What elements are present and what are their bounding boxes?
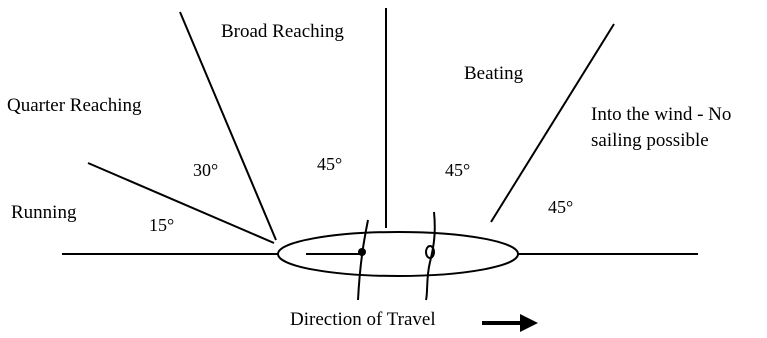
- angle-quarter-reaching: 30°: [193, 160, 219, 180]
- label-quarter-reaching: Quarter Reaching: [7, 95, 142, 116]
- divider-quarter-broad: [179, 11, 277, 241]
- angle-running: 15°: [149, 215, 175, 235]
- divider-running-quarter: [87, 162, 275, 244]
- rear-mast: [425, 245, 435, 259]
- label-broad-reaching: Broad Reaching: [221, 21, 344, 42]
- rear-sail: [425, 211, 436, 301]
- label-into-wind-line1: Into the wind - No: [591, 104, 732, 125]
- direction-of-travel-label: Direction of Travel: [290, 309, 436, 330]
- angle-broad-reaching: 45°: [317, 154, 343, 174]
- divider-beating-intowind: [490, 23, 615, 223]
- label-into-wind-line2: sailing possible: [591, 130, 709, 151]
- angle-into-wind: 45°: [548, 197, 574, 217]
- label-running: Running: [11, 202, 77, 223]
- angle-beating: 45°: [445, 160, 471, 180]
- direction-arrow-head: [520, 314, 538, 332]
- label-beating: Beating: [464, 63, 524, 84]
- front-mast: [358, 248, 366, 256]
- boat-hull: [277, 231, 519, 277]
